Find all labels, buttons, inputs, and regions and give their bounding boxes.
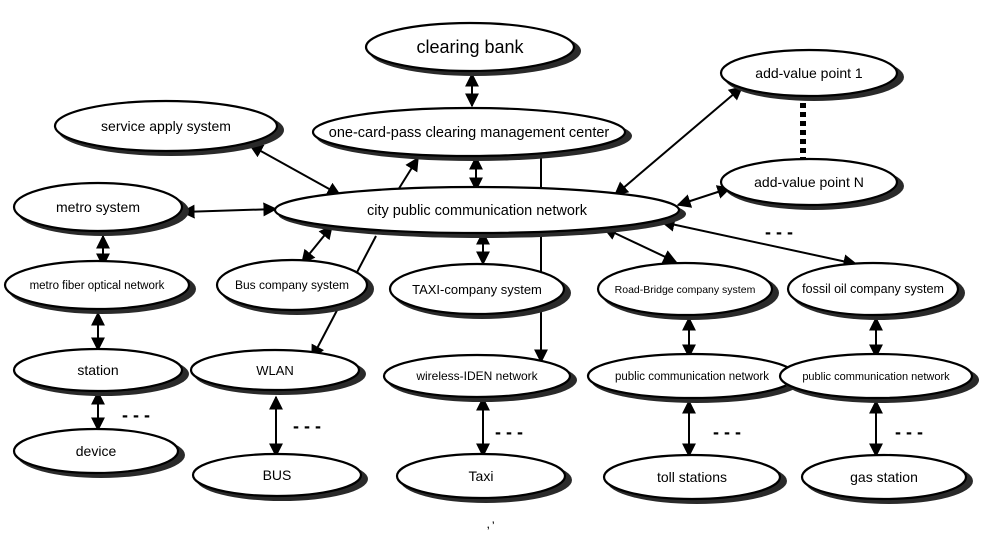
ellipsis-bus: - - - bbox=[293, 416, 321, 436]
node-toll: toll stations bbox=[602, 453, 787, 504]
bus-label: BUS bbox=[263, 467, 292, 483]
pcn-oil-label: public communication network bbox=[802, 371, 950, 383]
station-label: station bbox=[77, 362, 118, 378]
edge-city-addvalueN bbox=[676, 185, 732, 208]
edge-city-bus bbox=[301, 224, 333, 265]
toll-label: toll stations bbox=[657, 469, 727, 485]
fossil-oil-label: fossil oil company system bbox=[802, 282, 944, 296]
add-value-n-label: add-value point N bbox=[754, 174, 864, 190]
clearing-bank-label: clearing bank bbox=[416, 37, 524, 57]
node-station: station bbox=[12, 347, 189, 396]
gas-label: gas station bbox=[850, 469, 918, 485]
taxi-label: Taxi bbox=[469, 468, 494, 484]
node-device: device bbox=[12, 427, 185, 478]
device-label: device bbox=[76, 443, 117, 459]
node-wlan: WLAN bbox=[189, 348, 366, 395]
node-iden: wireless-IDEN network bbox=[382, 353, 577, 402]
add-value-1-label: add-value point 1 bbox=[755, 65, 863, 81]
node-city-network: city public communication network bbox=[273, 185, 686, 238]
road-bridge-label: Road-Bridge company system bbox=[615, 284, 756, 296]
node-pcn-road: public communication network bbox=[586, 352, 803, 403]
node-bus: BUS bbox=[191, 452, 368, 501]
metro-system-label: metro system bbox=[56, 199, 140, 215]
iden-label: wireless-IDEN network bbox=[415, 369, 538, 383]
node-metro-system: metro system bbox=[12, 181, 189, 236]
edge-city-oil bbox=[660, 217, 858, 269]
node-add-value-1: add-value point 1 bbox=[719, 48, 904, 101]
city-network-label: city public communication network bbox=[367, 203, 588, 219]
ellipsis-gas: - - - bbox=[895, 422, 923, 442]
service-apply-label: service apply system bbox=[101, 118, 231, 134]
stray-mark: , ’ bbox=[487, 520, 495, 530]
pcn-road-label: public communication network bbox=[615, 371, 769, 383]
node-metro-fiber: metro fiber optical network bbox=[3, 259, 196, 314]
ellipsis-add-value: - - - bbox=[765, 222, 793, 242]
edge-city-center-up bbox=[397, 156, 419, 191]
ellipsis-toll: - - - bbox=[713, 422, 741, 442]
node-clearing-center: one-card-pass clearing management center bbox=[311, 106, 632, 161]
ellipsis-metro: - - - bbox=[122, 405, 150, 425]
taxi-company-label: TAXI-company system bbox=[412, 282, 542, 297]
node-add-value-n: add-value point N bbox=[719, 157, 904, 210]
node-bus-company: Bus company system bbox=[215, 258, 374, 315]
edge-city-addvalue1 bbox=[613, 86, 744, 196]
node-road-bridge: Road-Bridge company system bbox=[596, 261, 779, 320]
node-service-apply: service apply system bbox=[53, 99, 284, 156]
node-gas: gas station bbox=[800, 453, 973, 504]
wlan-label: WLAN bbox=[256, 363, 294, 378]
edge-city-road bbox=[602, 227, 678, 263]
edge-service-city bbox=[248, 144, 342, 196]
nodes: clearing bank one-card-pass clearing man… bbox=[3, 21, 979, 504]
metro-fiber-label: metro fiber optical network bbox=[30, 280, 165, 292]
node-pcn-oil: public communication network bbox=[778, 352, 979, 403]
node-fossil-oil: fossil oil company system bbox=[786, 261, 965, 320]
edge-metro-city bbox=[180, 202, 278, 219]
bus-company-label: Bus company system bbox=[235, 278, 349, 292]
node-taxi: Taxi bbox=[395, 452, 572, 503]
node-taxi-company: TAXI-company system bbox=[388, 262, 571, 319]
ellipsis-taxi: - - - bbox=[495, 422, 523, 442]
node-clearing-bank: clearing bank bbox=[364, 21, 581, 76]
clearing-center-label: one-card-pass clearing management center bbox=[329, 125, 610, 141]
ellipsis-marks: - - - - - - - - - - - - - - - - - - , ’ bbox=[122, 222, 923, 530]
